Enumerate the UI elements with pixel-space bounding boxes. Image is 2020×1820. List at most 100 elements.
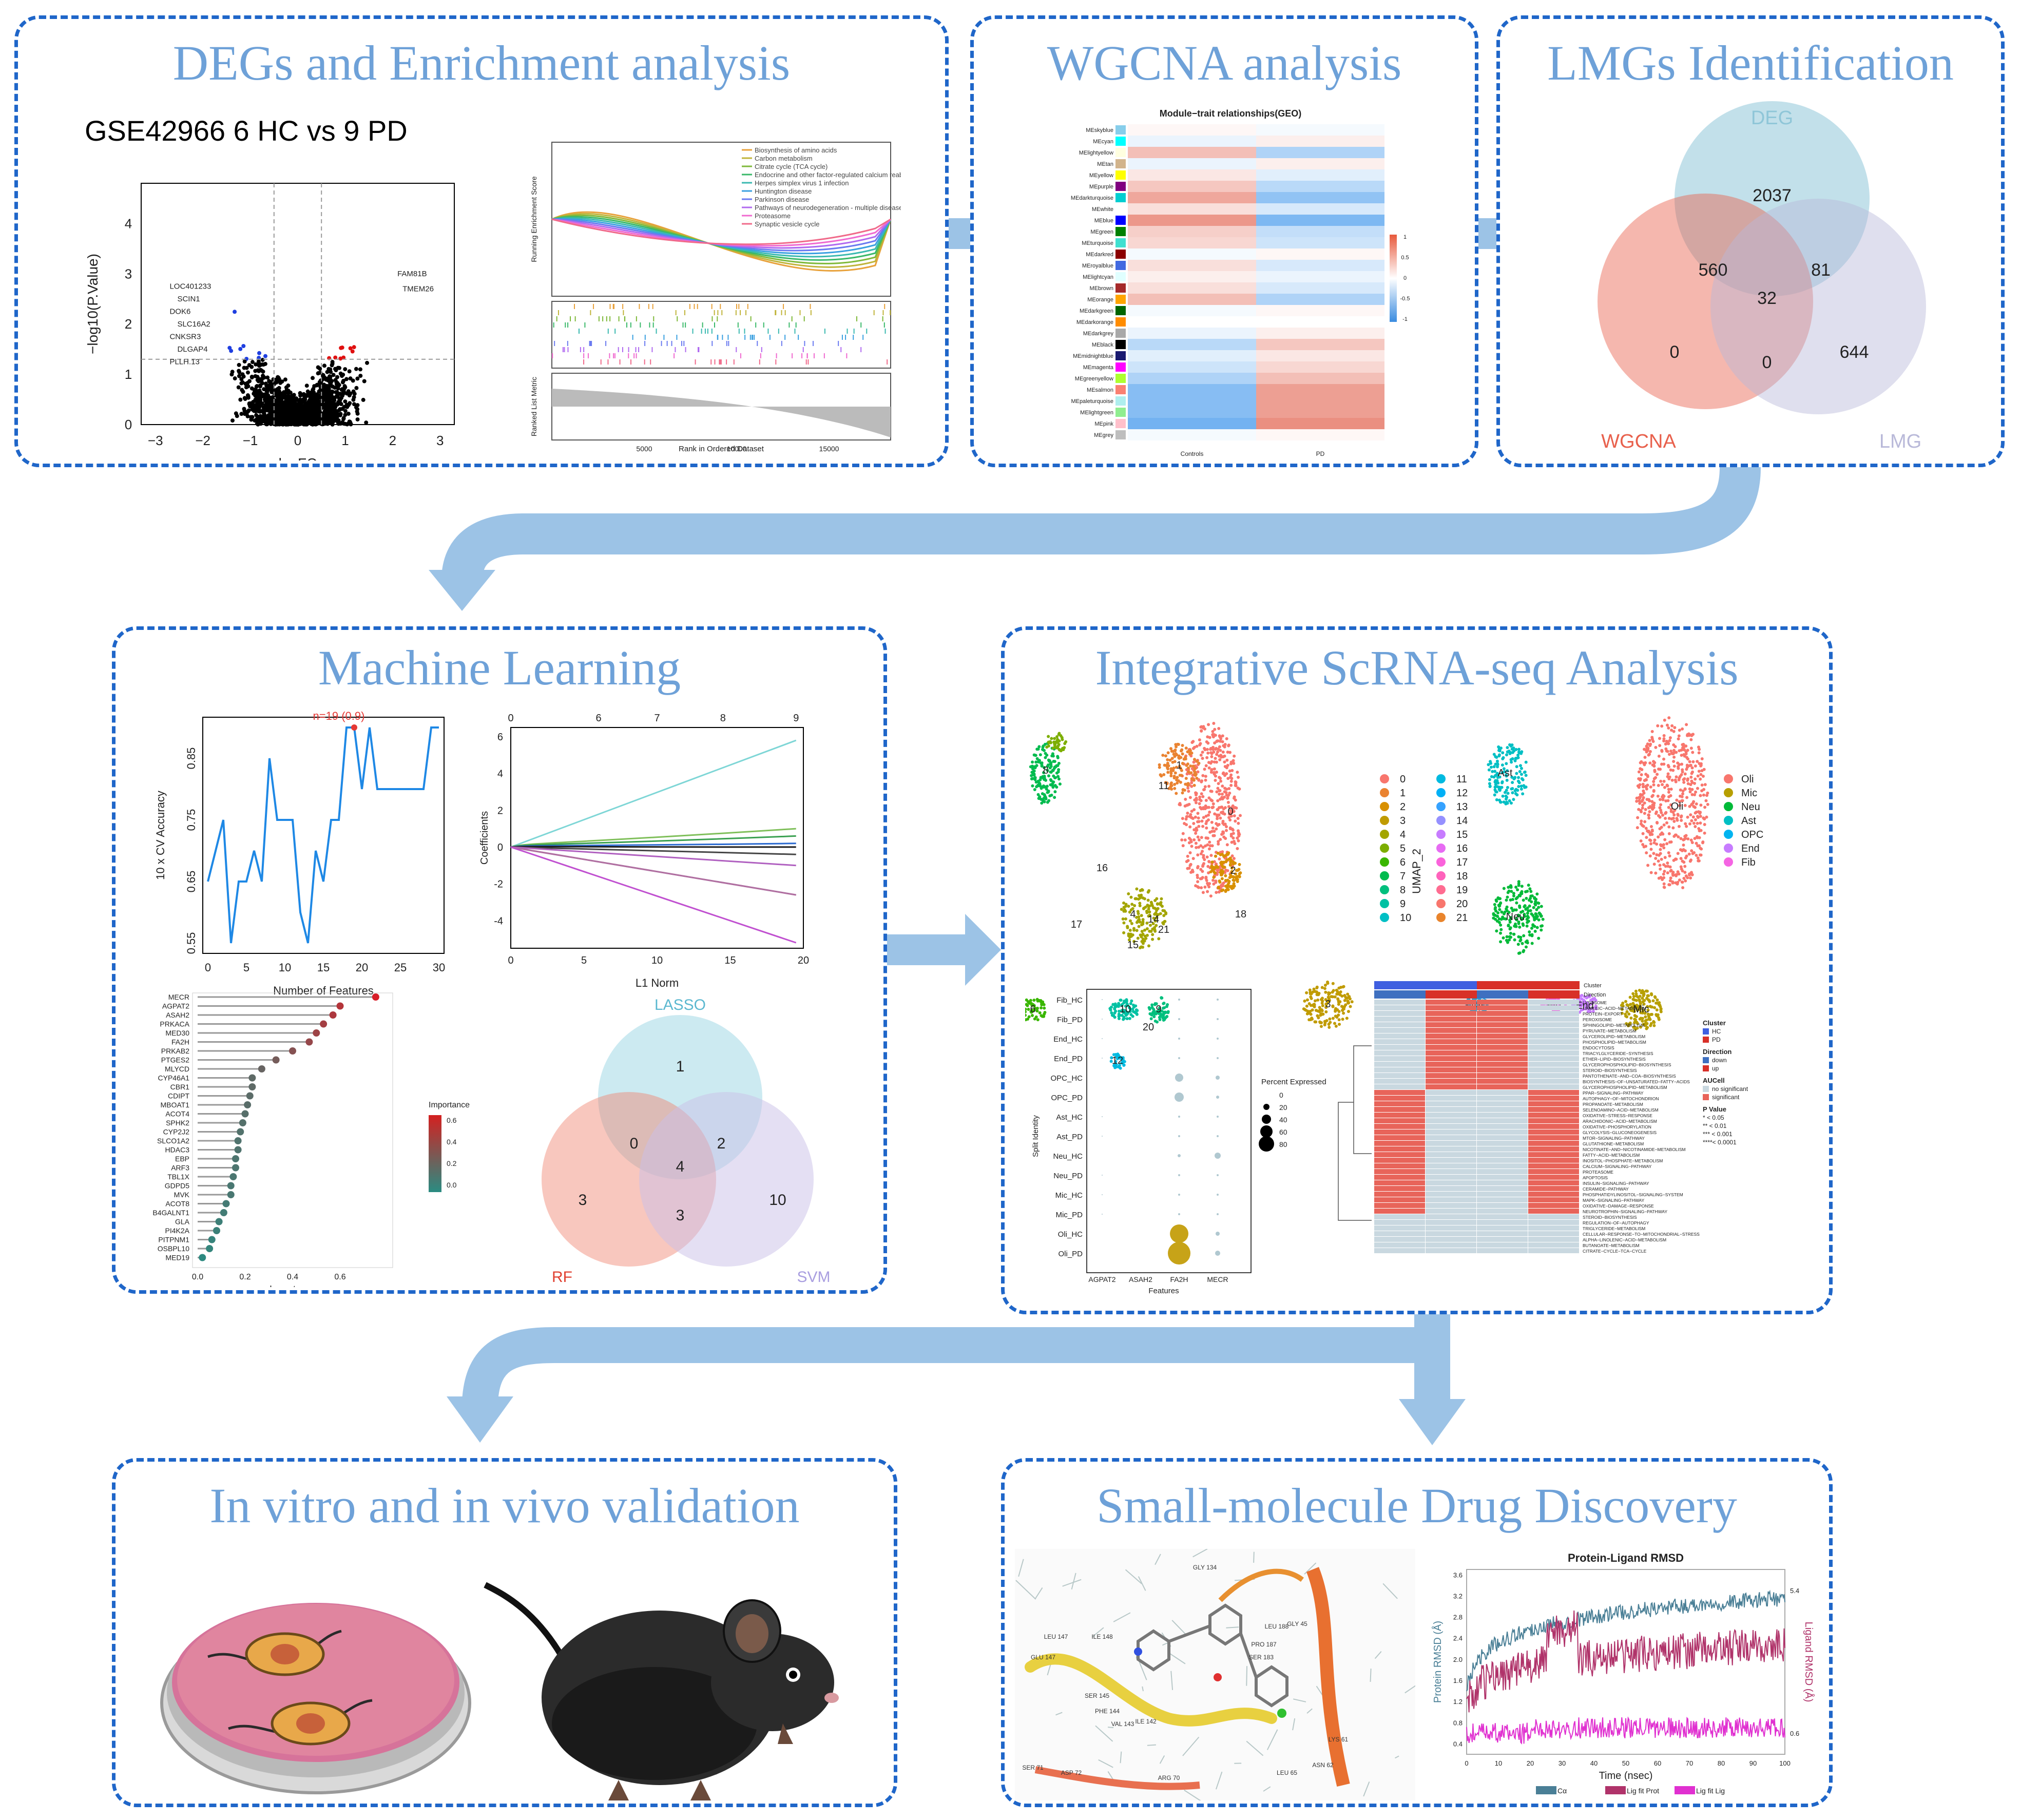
umap-cell	[1323, 987, 1326, 990]
lollipop-head	[289, 1047, 296, 1055]
volcano-point	[343, 409, 348, 413]
umap-cell	[1516, 888, 1519, 892]
umap-cell	[1198, 802, 1201, 806]
umap-cell	[1227, 787, 1231, 791]
umap-cell	[1495, 798, 1498, 801]
umap-cell	[1629, 1003, 1632, 1006]
coef-path	[510, 846, 796, 867]
dataset-label: GSE42966 6 HC vs 9 PD	[85, 114, 408, 147]
umap-cell	[1238, 863, 1241, 866]
set-label: LMG	[1879, 431, 1921, 452]
umap-cell	[1675, 798, 1679, 802]
volcano-point	[312, 395, 317, 400]
umap-cell	[1225, 772, 1228, 775]
umap-cell	[1140, 914, 1143, 917]
umap-cell	[1696, 760, 1699, 763]
umap-cell	[1206, 735, 1209, 739]
umap-cell	[1030, 764, 1034, 768]
volcano-point	[355, 409, 359, 414]
umap-cell	[1040, 1006, 1043, 1010]
umap-cell	[1495, 914, 1499, 918]
umap-cell	[1201, 751, 1204, 754]
umap-cell	[1193, 773, 1197, 776]
umap-cell	[1173, 771, 1177, 775]
umap-cell	[1309, 990, 1312, 994]
umap-cell	[1211, 834, 1215, 837]
heatmap-cell	[1256, 147, 1384, 158]
umap-cell	[1705, 794, 1709, 797]
umap-cell	[1337, 1013, 1340, 1017]
umap-cell	[1642, 1002, 1646, 1006]
volcano-point	[246, 384, 251, 389]
volcano-point	[299, 420, 304, 425]
umap-cell	[1699, 794, 1702, 797]
volcano-point	[237, 374, 241, 378]
umap-cell	[1224, 890, 1227, 893]
venn-count: 3	[579, 1192, 587, 1209]
umap-cell	[1176, 776, 1179, 779]
umap-cell	[1045, 745, 1049, 749]
umap-cell	[1506, 941, 1509, 944]
umap-cell	[1171, 760, 1175, 764]
umap-cell	[1537, 936, 1541, 940]
umap-cell	[1652, 764, 1656, 768]
umap-cell	[1158, 1006, 1161, 1010]
umap-cell	[1658, 744, 1662, 748]
umap-cell	[1703, 831, 1706, 835]
umap-cell	[1636, 1026, 1639, 1030]
umap-cell	[1207, 766, 1211, 770]
umap-cell	[1685, 723, 1688, 726]
umap-cell	[1214, 746, 1218, 750]
volcano-point	[349, 422, 353, 426]
umap-cell	[1659, 809, 1663, 812]
umap-cell	[1220, 792, 1224, 796]
volcano-point	[262, 375, 266, 379]
umap-cell	[1230, 854, 1234, 858]
umap-cell	[1690, 803, 1694, 807]
venn-count: 1	[676, 1058, 685, 1075]
volcano-point	[242, 366, 246, 370]
umap-cell	[1638, 1000, 1642, 1003]
umap-cell	[1507, 924, 1510, 928]
umap-cell	[1488, 784, 1492, 788]
umap-cell	[1162, 1018, 1165, 1022]
umap-cell	[1659, 848, 1662, 851]
umap-cell	[1181, 832, 1185, 835]
heatmap-cell	[1128, 339, 1256, 350]
umap-cell	[1158, 1018, 1162, 1022]
heatmap-cell	[1128, 395, 1256, 407]
volcano-point	[339, 346, 343, 350]
umap-cell	[1239, 871, 1242, 875]
legend-tick: 0.6	[447, 1116, 457, 1124]
volcano-point	[284, 420, 288, 425]
umap-cell	[1151, 922, 1155, 926]
legend-label: 18	[1456, 871, 1468, 882]
umap-cell	[1053, 742, 1057, 746]
umap-cell	[1153, 929, 1157, 933]
umap-cell	[1495, 759, 1499, 763]
umap-cell	[1517, 751, 1521, 755]
umap-cell	[1688, 822, 1692, 826]
lollipop-head	[199, 1254, 206, 1261]
umap-cell	[1678, 803, 1682, 807]
umap-cell	[1143, 928, 1146, 932]
volcano-point	[347, 393, 352, 398]
umap-cell	[1200, 792, 1203, 796]
y-tick-label: 4	[125, 216, 132, 231]
umap-cell	[1498, 897, 1502, 901]
umap-cell	[1348, 997, 1352, 1001]
umap-cell	[1044, 752, 1047, 755]
umap-cell	[1238, 875, 1241, 878]
umap-cell	[1657, 754, 1661, 758]
umap-cell	[1512, 894, 1515, 897]
volcano-point	[287, 394, 292, 399]
umap-cell	[1696, 856, 1700, 860]
cluster-9	[1147, 996, 1170, 1024]
umap-cell	[1528, 887, 1532, 891]
umap-cell	[1655, 821, 1659, 825]
umap-cell	[1689, 775, 1693, 779]
volcano-point	[335, 413, 340, 417]
umap-cell	[1641, 1019, 1644, 1023]
umap-cell	[1162, 1012, 1165, 1016]
umap-cell	[1180, 838, 1184, 842]
